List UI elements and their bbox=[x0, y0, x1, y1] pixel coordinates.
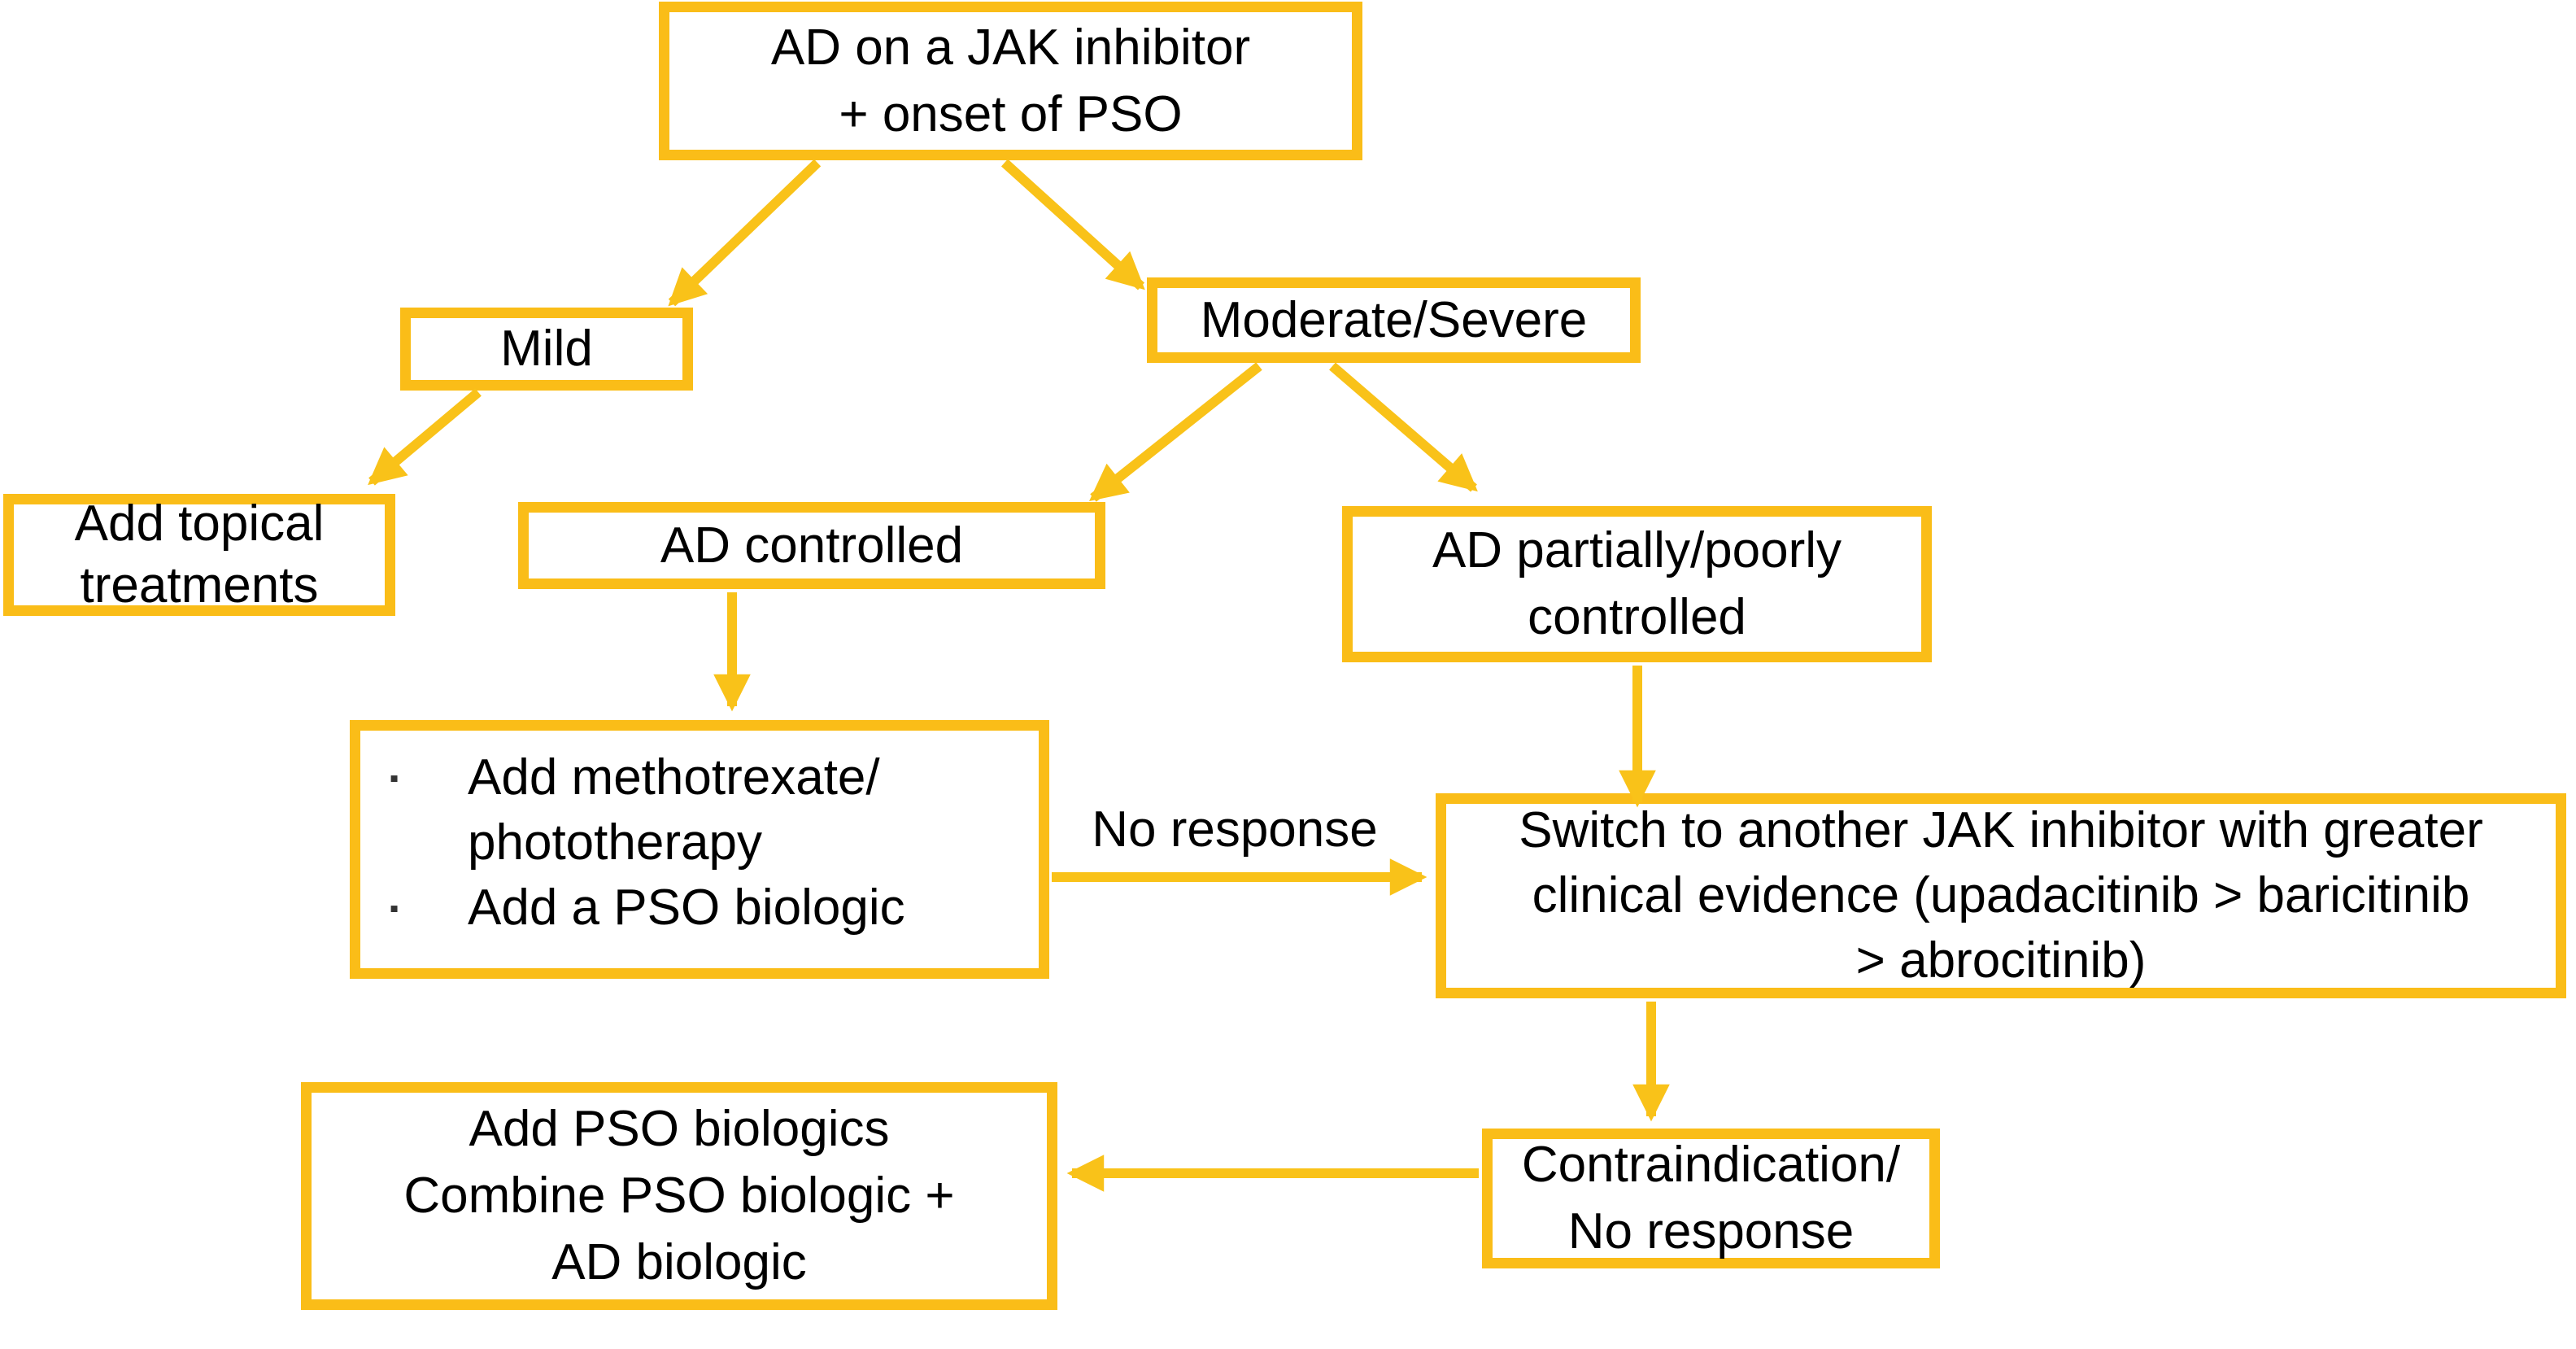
connector-start-to-moderate-severe bbox=[1000, 159, 1145, 290]
node-text-line: phototherapy bbox=[468, 814, 762, 871]
node-text-line: Add a PSO biologic bbox=[468, 880, 905, 936]
flowchart-node-ad-controlled: AD controlled bbox=[518, 502, 1105, 589]
flowchart-node-switch-jak-inhibitor: Switch to another JAK inhibitor with gre… bbox=[1436, 793, 2566, 998]
node-text-line: AD partially/poorly bbox=[1432, 522, 1842, 578]
node-text-line: Add topical bbox=[74, 496, 325, 552]
connector-moderate-severe-to-ad-partial bbox=[1329, 362, 1478, 492]
flowchart-node-add-topical: Add topical treatments bbox=[3, 494, 395, 616]
node-text-line: treatments bbox=[80, 557, 319, 613]
flowchart-node-contraindication-no-response: Contraindication/ No response bbox=[1482, 1129, 1940, 1268]
bullet-icon: ▪ bbox=[390, 893, 399, 923]
node-text-line: AD on a JAK inhibitor bbox=[770, 19, 1251, 76]
node-text-line: Add PSO biologics bbox=[469, 1101, 890, 1157]
bullet-item: ▪ Add methotrexate/ phototherapy bbox=[383, 745, 880, 875]
node-text-line: Mild bbox=[500, 321, 593, 377]
bullet-icon: ▪ bbox=[390, 763, 399, 792]
flowchart-node-mild: Mild bbox=[400, 308, 693, 391]
bullet-item-text: Add methotrexate/ phototherapy bbox=[468, 745, 880, 875]
flowchart-node-add-methotrexate-pso-biologic: ▪ Add methotrexate/ phototherapy ▪ Add a… bbox=[350, 720, 1049, 979]
flowchart-node-add-pso-biologics: Add PSO biologics Combine PSO biologic +… bbox=[301, 1082, 1057, 1310]
flowchart-node-start: AD on a JAK inhibitor + onset of PSO bbox=[659, 2, 1362, 160]
node-text-line: Switch to another JAK inhibitor with gre… bbox=[1519, 802, 2483, 858]
node-text-line: AD biologic bbox=[551, 1234, 807, 1290]
node-text-line: > abrocitinib) bbox=[1855, 932, 2147, 989]
edge-label-no-response: No response bbox=[1092, 801, 1378, 858]
node-text-line: + onset of PSO bbox=[839, 85, 1183, 142]
node-text-line: Add methotrexate/ bbox=[468, 749, 880, 805]
node-text-line: Combine PSO biologic + bbox=[403, 1168, 955, 1224]
flowchart-node-moderate-severe: Moderate/Severe bbox=[1147, 277, 1641, 363]
bullet-item: ▪ Add a PSO biologic bbox=[383, 875, 905, 941]
node-text-line: clinical evidence (upadacitinib > barici… bbox=[1532, 867, 2470, 923]
flowchart-node-ad-partially-poorly-controlled: AD partially/poorly controlled bbox=[1342, 506, 1932, 662]
node-text-line: AD controlled bbox=[660, 517, 964, 574]
connector-start-to-mild bbox=[668, 159, 822, 307]
connector-mild-to-add-topical bbox=[368, 388, 482, 486]
connector-moderate-severe-to-ad-controlled bbox=[1089, 362, 1262, 502]
node-text-line: Moderate/Severe bbox=[1200, 291, 1588, 348]
node-text-line: controlled bbox=[1528, 589, 1746, 645]
bullet-item-text: Add a PSO biologic bbox=[468, 875, 905, 941]
node-text-line: No response bbox=[1567, 1203, 1855, 1260]
node-text-line: Contraindication/ bbox=[1521, 1137, 1901, 1193]
